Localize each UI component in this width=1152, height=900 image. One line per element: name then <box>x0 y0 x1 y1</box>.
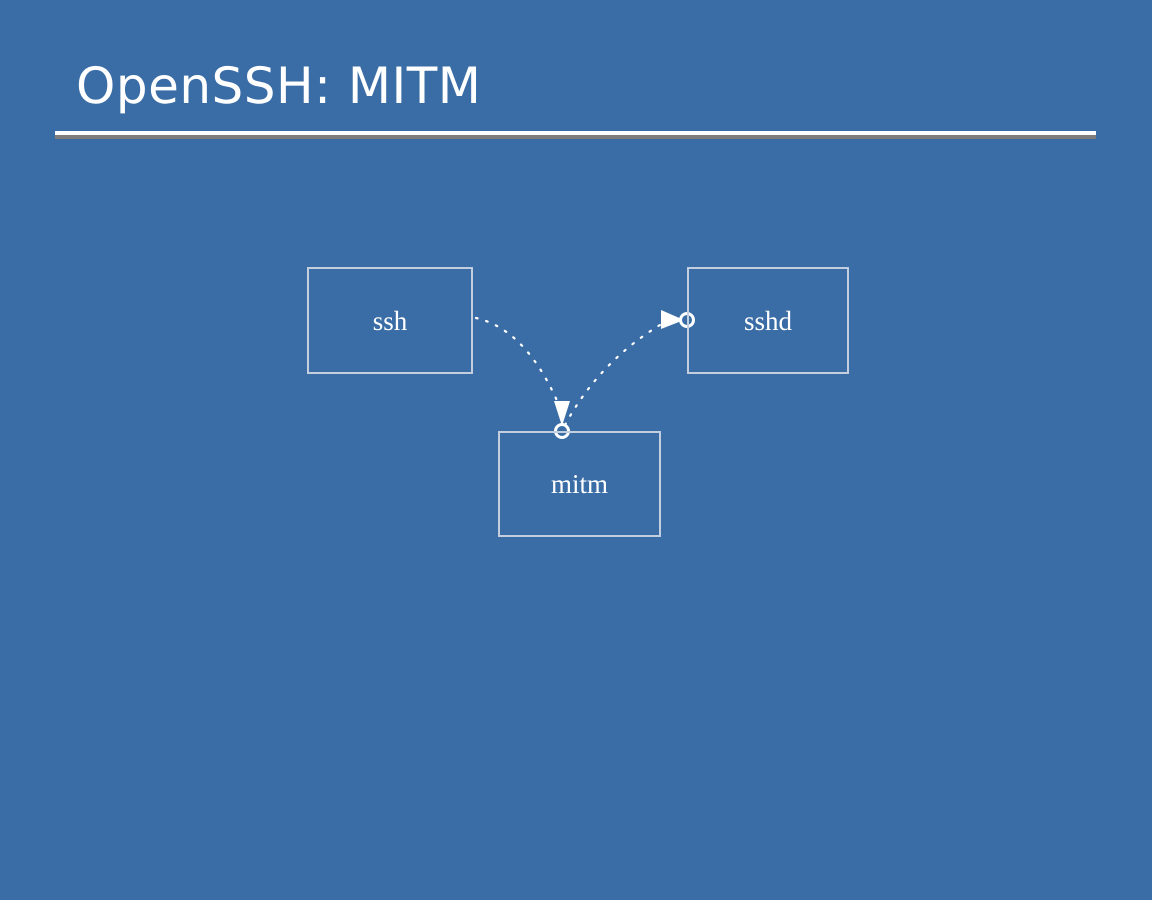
arrowhead-down-mitm <box>554 401 570 426</box>
node-sshd-label: sshd <box>743 305 792 336</box>
title-divider <box>55 131 1096 139</box>
node-sshd[interactable]: sshd <box>687 267 849 374</box>
arrowhead-right-sshd <box>661 310 684 329</box>
page-title: OpenSSH: MITM <box>76 57 482 115</box>
edge-mitm-to-sshd <box>563 320 667 427</box>
node-mitm[interactable]: mitm <box>498 431 661 537</box>
node-ssh[interactable]: ssh <box>307 267 473 374</box>
node-ssh-label: ssh <box>372 305 408 336</box>
edge-ssh-to-mitm <box>474 316 563 412</box>
node-mitm-label: mitm <box>550 469 608 499</box>
title-divider-highlight <box>55 131 1096 135</box>
title-divider-shadow <box>55 135 1096 139</box>
